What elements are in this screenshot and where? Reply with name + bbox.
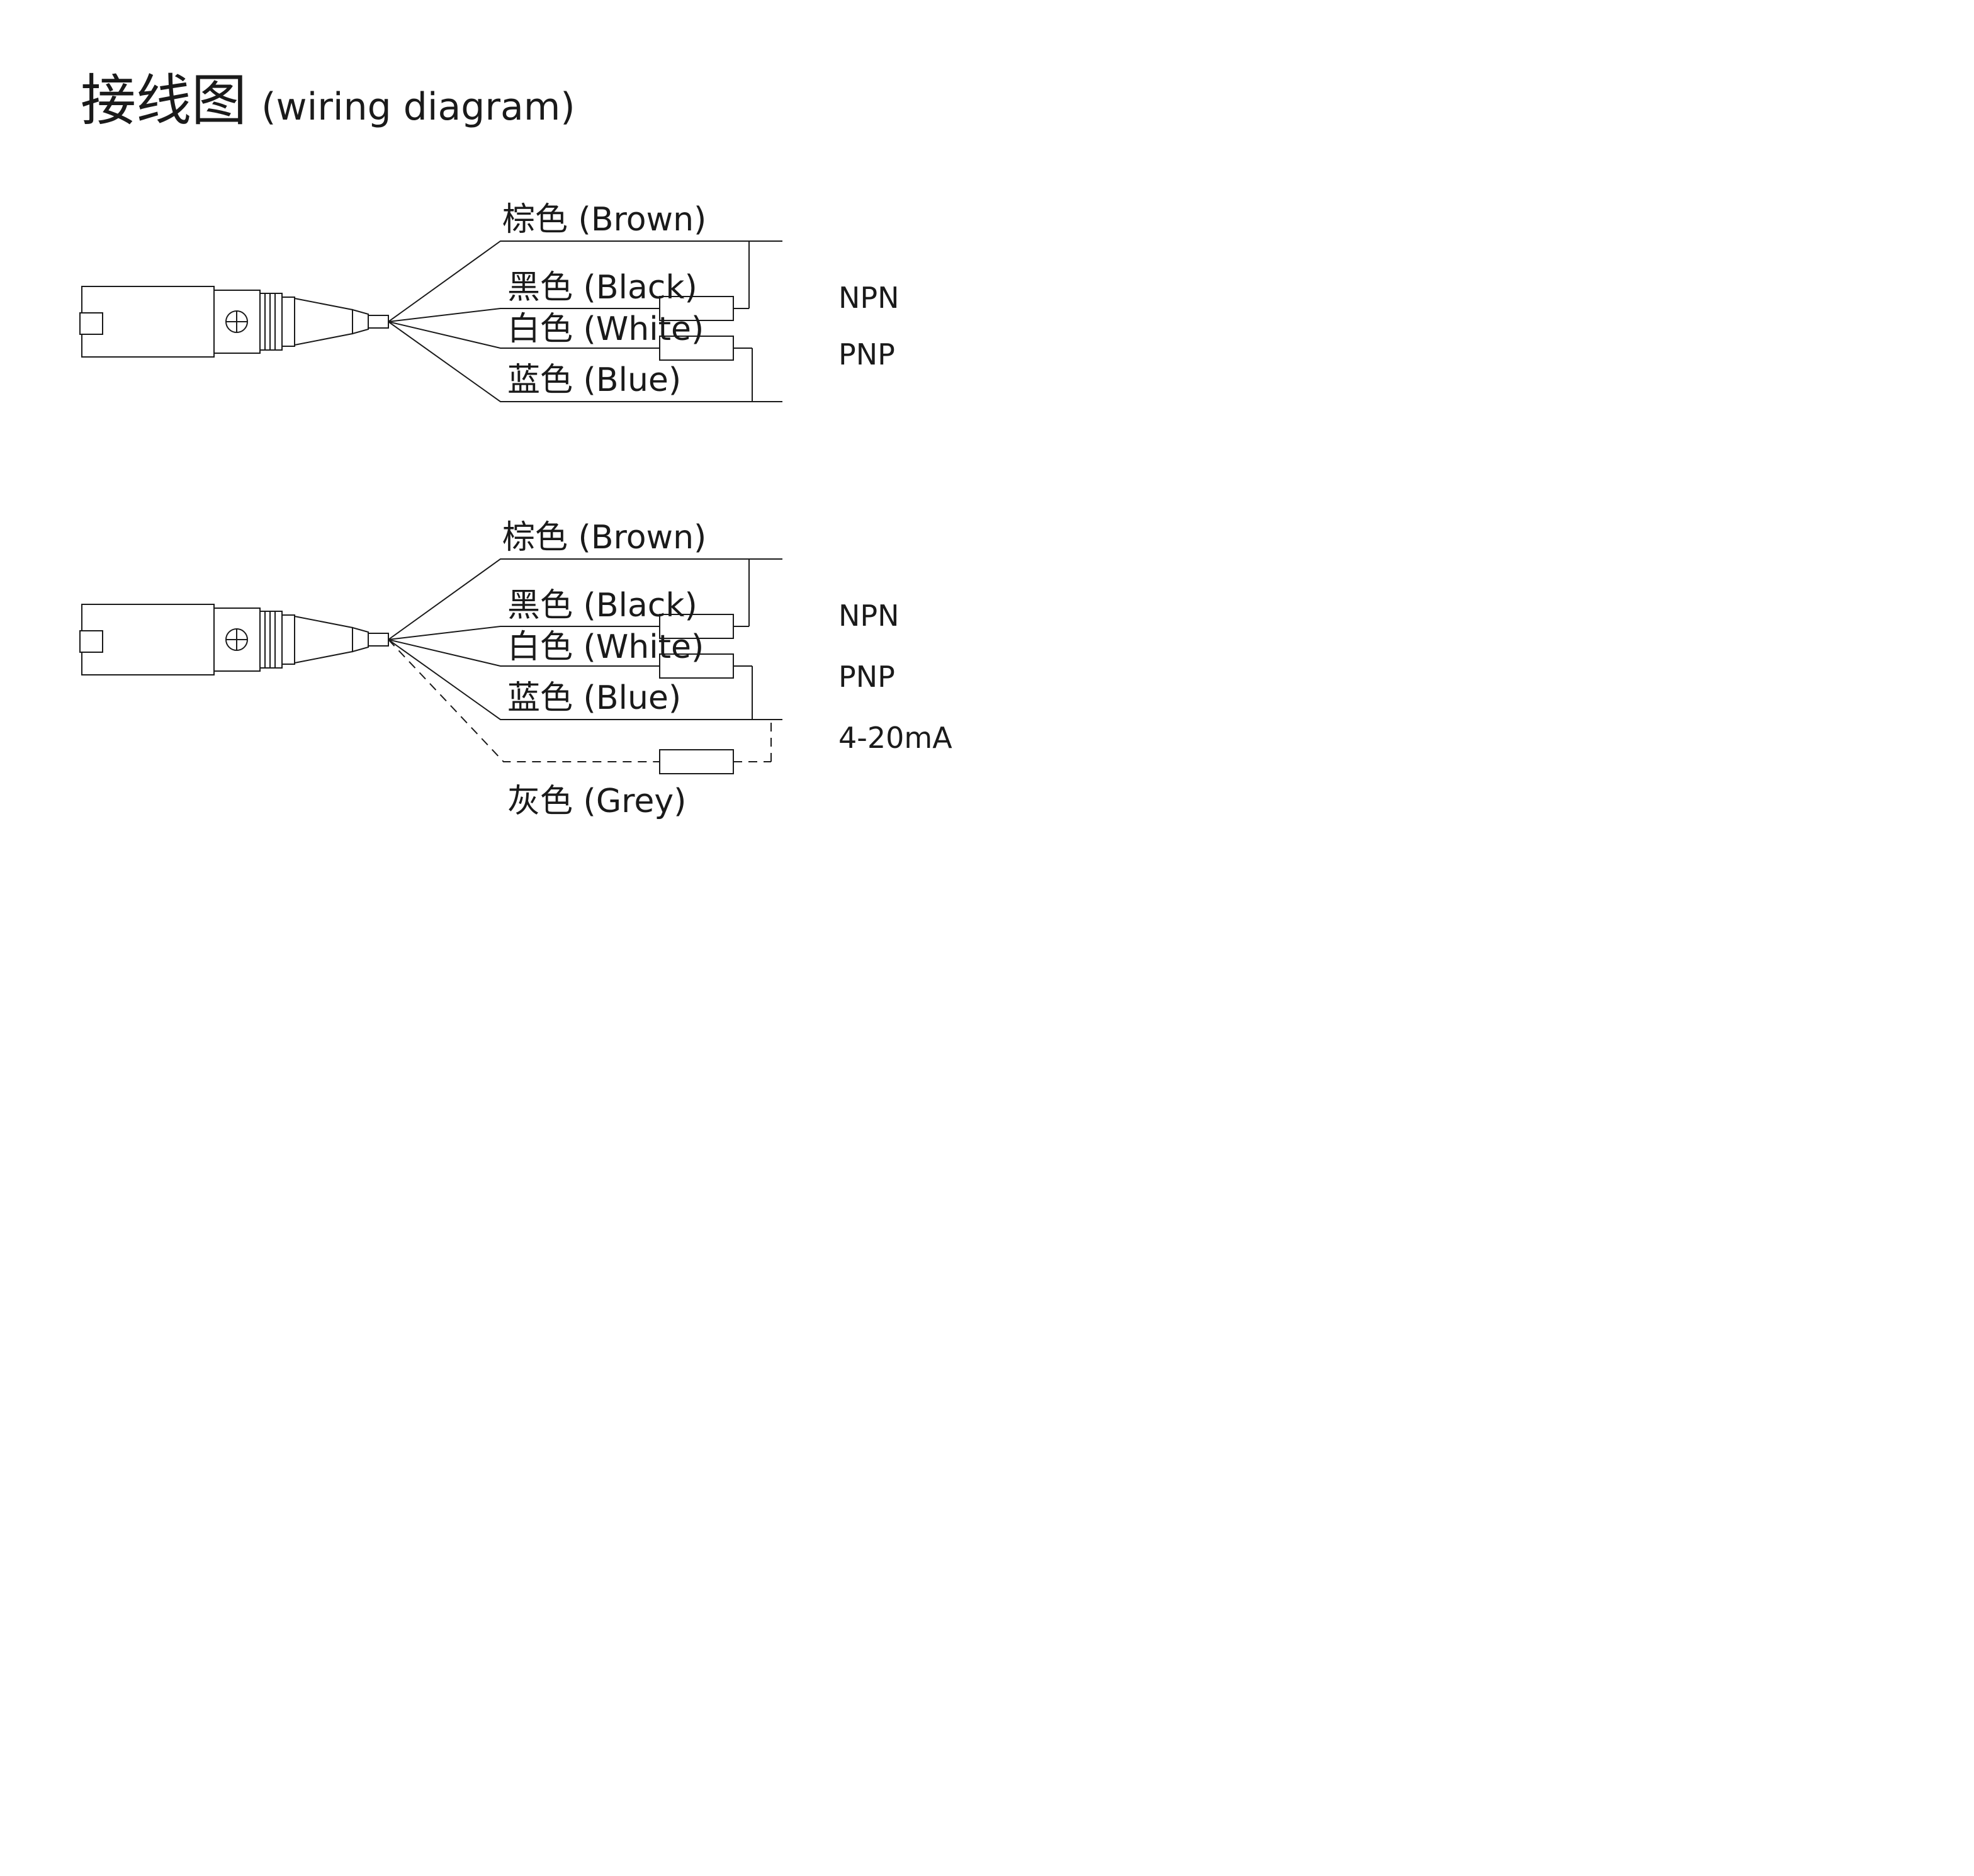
wire-label-brown: 棕色 (Brown) bbox=[502, 519, 706, 557]
sensor-device bbox=[79, 604, 389, 675]
wire-label-brown: 棕色 (Brown) bbox=[502, 201, 706, 239]
wire-label-blue: 蓝色 (Blue) bbox=[507, 679, 681, 717]
wire-label-blue: 蓝色 (Blue) bbox=[507, 361, 681, 399]
wire-black-line bbox=[388, 626, 660, 640]
wire-label-white: 白色 (White) bbox=[507, 628, 704, 666]
wire-label-grey: 灰色 (Grey) bbox=[507, 783, 686, 820]
load-resistor-pnp bbox=[659, 336, 734, 361]
wire-white-line bbox=[388, 321, 660, 349]
wire-grey-dashed-line bbox=[388, 639, 660, 762]
output-label-pnp: PNP bbox=[838, 660, 895, 694]
wire-blue-line bbox=[388, 321, 782, 402]
wire-black-line bbox=[388, 308, 660, 322]
sensor-device bbox=[79, 286, 389, 358]
wire-brown-line bbox=[388, 558, 782, 640]
wire-brown-line bbox=[388, 240, 782, 322]
wiring-diagram-page: 接线图 (wiring diagram) 棕色 (Brown) 黑色 (Blac… bbox=[0, 0, 987, 938]
output-label-4-20ma: 4-20mA bbox=[838, 721, 952, 755]
wire-label-black: 黑色 (Black) bbox=[507, 587, 697, 624]
output-label-npn: NPN bbox=[838, 599, 900, 633]
diagram-top: 棕色 (Brown) 黑色 (Black) 白色 (White) 蓝色 (Blu… bbox=[79, 201, 900, 402]
load-resistor-npn bbox=[659, 296, 734, 321]
diagram-bottom: 棕色 (Brown) 黑色 (Black) 白色 (White) 蓝色 (Blu… bbox=[79, 519, 952, 820]
output-label-pnp: PNP bbox=[838, 337, 895, 371]
load-resistor-pnp bbox=[659, 653, 734, 679]
page-title: 接线图 (wiring diagram) bbox=[81, 68, 575, 133]
load-resistor-npn bbox=[659, 614, 734, 639]
wire-white-line bbox=[388, 639, 660, 667]
load-resistor-analog bbox=[659, 749, 734, 774]
wire-label-white: 白色 (White) bbox=[507, 310, 704, 348]
wire-blue-line bbox=[388, 639, 782, 720]
page-title-cn: 接线图 bbox=[81, 68, 247, 133]
wiring-diagram-canvas: 接线图 (wiring diagram) 棕色 (Brown) 黑色 (Blac… bbox=[79, 68, 952, 820]
page-title-en: (wiring diagram) bbox=[261, 85, 575, 129]
wire-label-black: 黑色 (Black) bbox=[507, 269, 697, 307]
output-label-npn: NPN bbox=[838, 281, 900, 315]
